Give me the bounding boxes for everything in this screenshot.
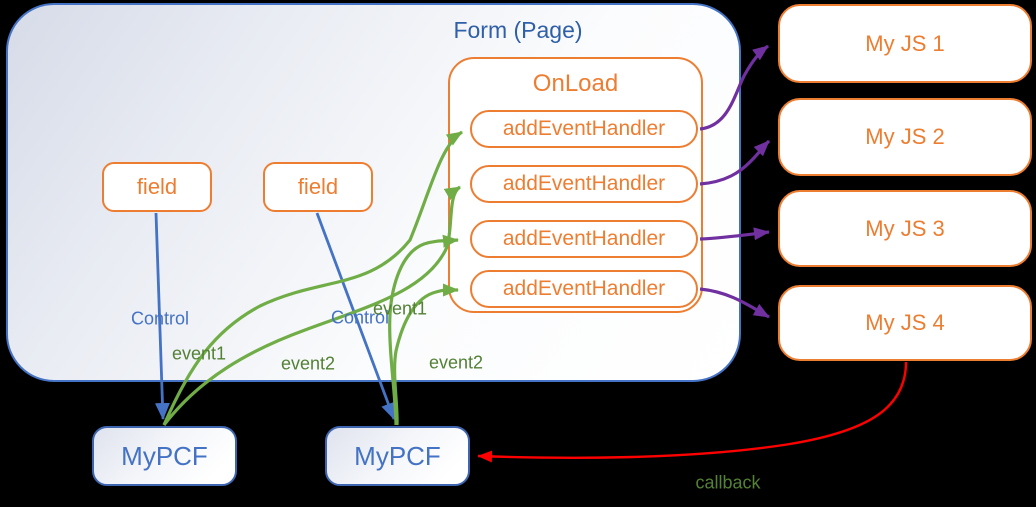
event1-label-right: event1 (372, 298, 428, 319)
field-box-1: field (102, 162, 212, 212)
my-js-2-box: My JS 2 (778, 98, 1032, 176)
event2-label-right: event2 (428, 352, 484, 373)
mypcf-right-box: MyPCF (325, 426, 470, 486)
callback-label: callback (695, 472, 761, 493)
add-event-handler-4: addEventHandler (470, 270, 698, 308)
my-js-1-box: My JS 1 (778, 4, 1032, 83)
mypcf-left-box: MyPCF (92, 426, 237, 486)
add-event-handler-1: addEventHandler (470, 110, 698, 148)
event1-label-left: event1 (171, 343, 227, 364)
event2-label-left: event2 (280, 353, 336, 374)
add-event-handler-3: addEventHandler (470, 220, 698, 258)
my-js-4-box: My JS 4 (778, 285, 1032, 361)
control-label-left: Control (130, 308, 190, 329)
form-page-title: Form (Page) (453, 17, 583, 43)
field-box-2: field (263, 162, 373, 212)
add-event-handler-2: addEventHandler (470, 165, 698, 203)
onload-title: OnLoad (532, 70, 619, 97)
my-js-3-box: My JS 3 (778, 190, 1032, 267)
